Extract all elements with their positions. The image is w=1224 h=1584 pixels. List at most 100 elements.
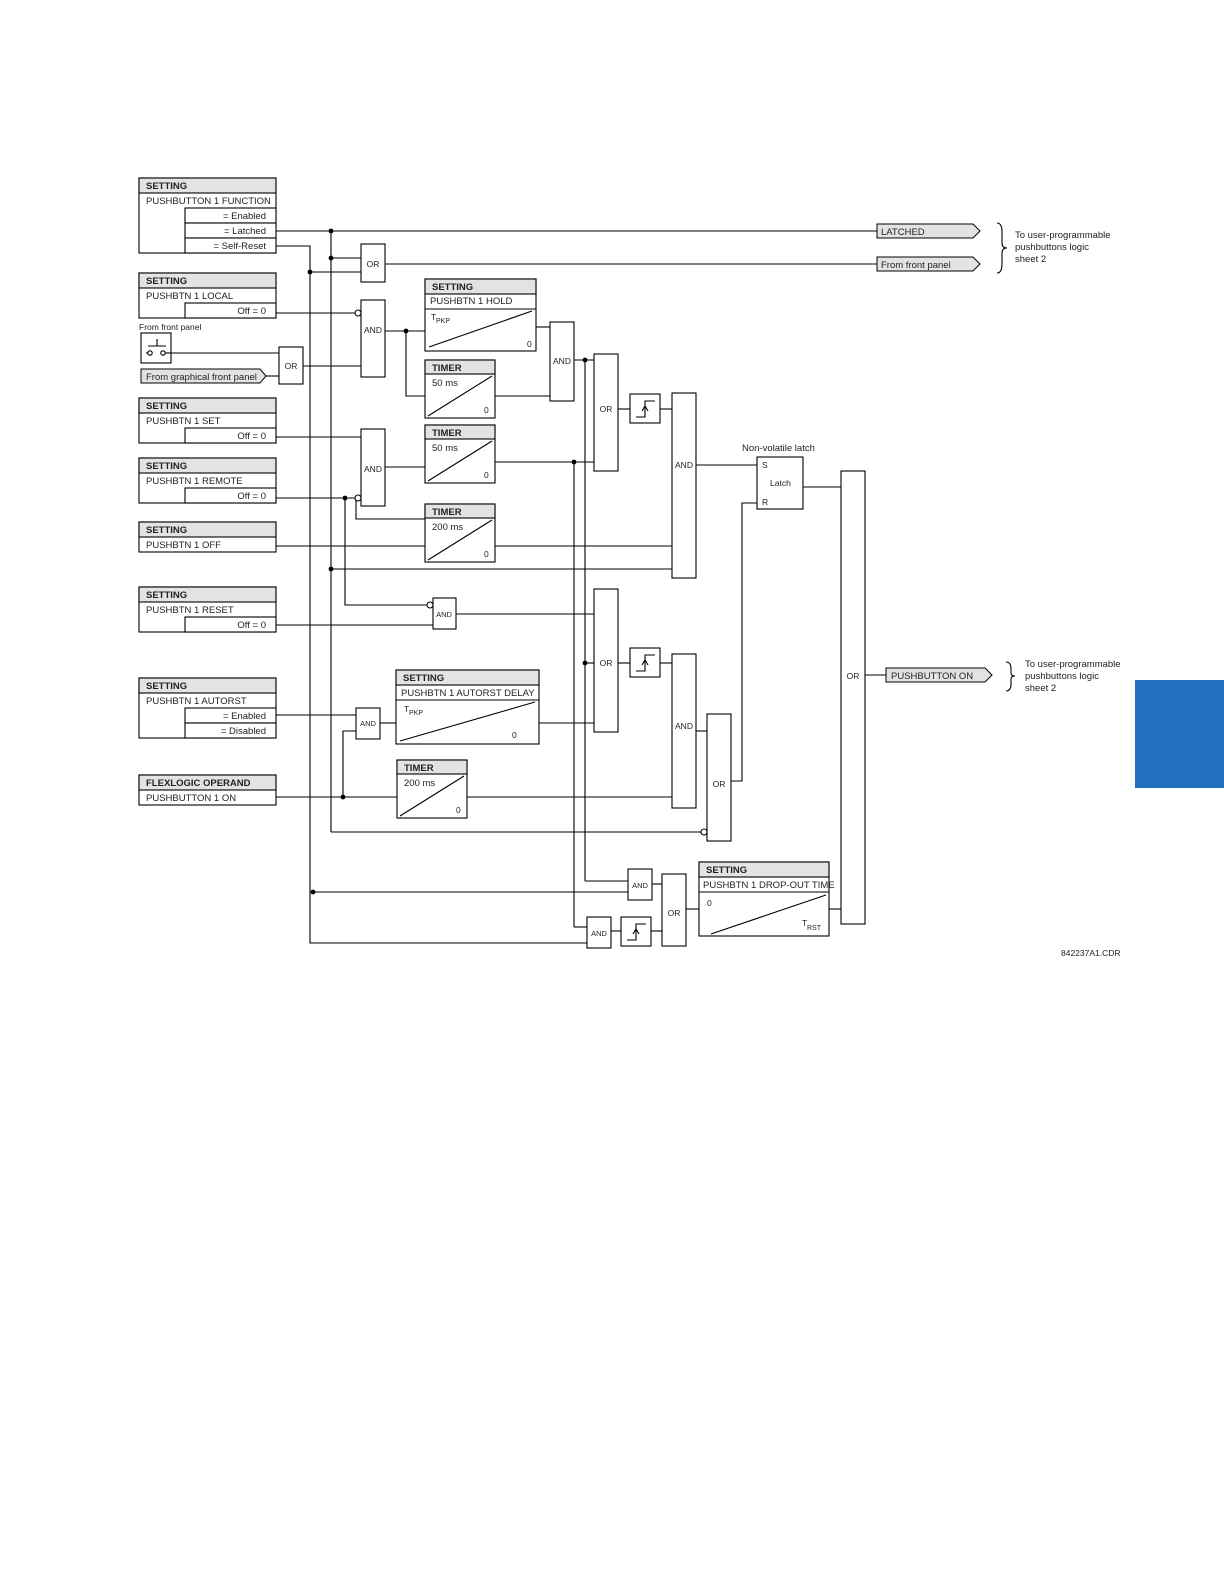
timer-header: TIMER <box>432 507 462 518</box>
gate-label: AND <box>591 929 607 938</box>
option-enabled: = Enabled <box>223 711 266 722</box>
trst-label: T <box>802 918 807 928</box>
setting-name: PUSHBTN 1 AUTORST DELAY <box>401 688 535 699</box>
operand-header: FLEXLOGIC OPERAND <box>146 778 251 789</box>
non-volatile-latch: Non-volatile latch S Latch R <box>742 443 815 510</box>
setting-header: SETTING <box>432 282 473 293</box>
gate-and-6: AND <box>671 653 697 809</box>
gate-and-3: AND <box>549 321 575 402</box>
setting-name: PUSHBTN 1 HOLD <box>430 296 512 307</box>
setting-header: SETTING <box>146 525 187 536</box>
setting-pushbtn-autorst: SETTING PUSHBTN 1 AUTORST = Enabled = Di… <box>138 677 277 739</box>
gate-label: AND <box>675 721 693 731</box>
setting-value: Off = 0 <box>237 306 266 317</box>
timer-value: 50 ms <box>432 443 458 454</box>
option-latched: = Latched <box>224 226 266 237</box>
gate-label: AND <box>364 325 382 335</box>
option-self-reset: = Self-Reset <box>213 241 266 252</box>
setting-header: SETTING <box>403 673 444 684</box>
front-panel-pushbutton: From front panel <box>139 322 201 364</box>
timer-4: TIMER 200 ms 0 <box>396 759 468 819</box>
operand-name: PUSHBUTTON 1 ON <box>146 793 236 804</box>
setting-value: Off = 0 <box>237 431 266 442</box>
gate-label: OR <box>600 658 613 668</box>
option-enabled: = Enabled <box>223 211 266 222</box>
setting-autorst-delay: SETTING PUSHBTN 1 AUTORST DELAY T PKP 0 <box>395 669 540 745</box>
brace-1 <box>996 222 1008 274</box>
gate-or-2: OR <box>278 346 304 385</box>
graphical-front-panel-input: From graphical front panel <box>140 368 267 384</box>
timer-value: 200 ms <box>404 778 435 789</box>
gate-and-7: AND <box>355 707 381 740</box>
wiring <box>171 230 886 944</box>
latch-label: Latch <box>770 478 791 488</box>
timer-value: 50 ms <box>432 378 458 389</box>
gate-and-8: AND <box>627 868 653 901</box>
timer-header: TIMER <box>432 363 462 374</box>
edge-detector-1 <box>629 393 661 424</box>
gate-label: AND <box>553 356 571 366</box>
gate-or-5: OR <box>706 713 732 842</box>
tpkp-label: T <box>404 704 409 714</box>
junction-dots <box>307 228 588 895</box>
gate-label: OR <box>367 259 380 269</box>
gate-or-3: OR <box>593 353 619 472</box>
output-from-front-panel: From front panel <box>876 256 981 272</box>
gate-or-6: OR <box>661 873 687 947</box>
note-1: To user-programmable pushbuttons logic s… <box>1015 230 1111 265</box>
gate-label: OR <box>600 404 613 414</box>
latch-title: Non-volatile latch <box>742 443 815 454</box>
flexlogic-operand-input: FLEXLOGIC OPERAND PUSHBUTTON 1 ON <box>138 774 277 806</box>
gate-label: OR <box>713 779 726 789</box>
gate-label: AND <box>436 610 452 619</box>
tpkp-subscript: PKP <box>409 710 423 717</box>
output-label: From front panel <box>881 260 951 271</box>
gate-and-4: AND <box>671 392 697 579</box>
setting-pushbtn-local: SETTING PUSHBTN 1 LOCAL Off = 0 <box>138 272 277 319</box>
note-line: pushbuttons logic <box>1015 242 1089 253</box>
output-label: LATCHED <box>881 227 925 238</box>
gate-label: OR <box>285 361 298 371</box>
zero-label: 0 <box>707 898 712 908</box>
timer-2: TIMER 50 ms 0 <box>424 424 496 484</box>
gate-and-2: AND <box>360 428 386 507</box>
gate-and-9: AND <box>586 916 612 949</box>
setting-header: SETTING <box>146 681 187 692</box>
setting-name: PUSHBTN 1 OFF <box>146 540 221 551</box>
setting-header: SETTING <box>146 401 187 412</box>
zero-label: 0 <box>484 549 489 559</box>
trst-subscript: RST <box>807 925 822 932</box>
setting-value: Off = 0 <box>237 620 266 631</box>
setting-name: PUSHBTN 1 RESET <box>146 605 234 616</box>
setting-name: PUSHBTN 1 LOCAL <box>146 291 233 302</box>
edge-detector-3 <box>620 916 652 947</box>
drawing-id: 842237A1.CDR <box>1061 948 1121 958</box>
setting-pushbtn-remote: SETTING PUSHBTN 1 REMOTE Off = 0 <box>138 457 277 504</box>
setting-pushbtn-off: SETTING PUSHBTN 1 OFF <box>138 521 277 553</box>
gate-or-4: OR <box>593 588 619 733</box>
section-tab <box>1135 680 1224 788</box>
setting-header: SETTING <box>146 276 187 287</box>
timer-3: TIMER 200 ms 0 <box>424 503 496 563</box>
latch-r: R <box>762 497 768 507</box>
zero-label: 0 <box>512 730 517 740</box>
note-line: pushbuttons logic <box>1025 671 1099 682</box>
zero-label: 0 <box>527 339 532 349</box>
gate-label: AND <box>360 719 376 728</box>
timer-header: TIMER <box>432 428 462 439</box>
setting-header: SETTING <box>146 181 187 192</box>
note-2: To user-programmable pushbuttons logic s… <box>1025 659 1121 694</box>
setting-name: PUSHBTN 1 AUTORST <box>146 696 247 707</box>
note-line: sheet 2 <box>1025 683 1056 694</box>
brace-2 <box>1005 661 1016 692</box>
gate-label: AND <box>364 464 382 474</box>
note-line: sheet 2 <box>1015 254 1046 265</box>
setting-value: Off = 0 <box>237 491 266 502</box>
gate-and-5: AND <box>432 597 457 630</box>
option-disabled: = Disabled <box>221 726 266 737</box>
zero-label: 0 <box>484 470 489 480</box>
note-line: To user-programmable <box>1025 659 1121 670</box>
setting-pushbutton-function: SETTING PUSHBUTTON 1 FUNCTION = Enabled … <box>138 177 277 254</box>
front-panel-label: From front panel <box>139 322 201 332</box>
